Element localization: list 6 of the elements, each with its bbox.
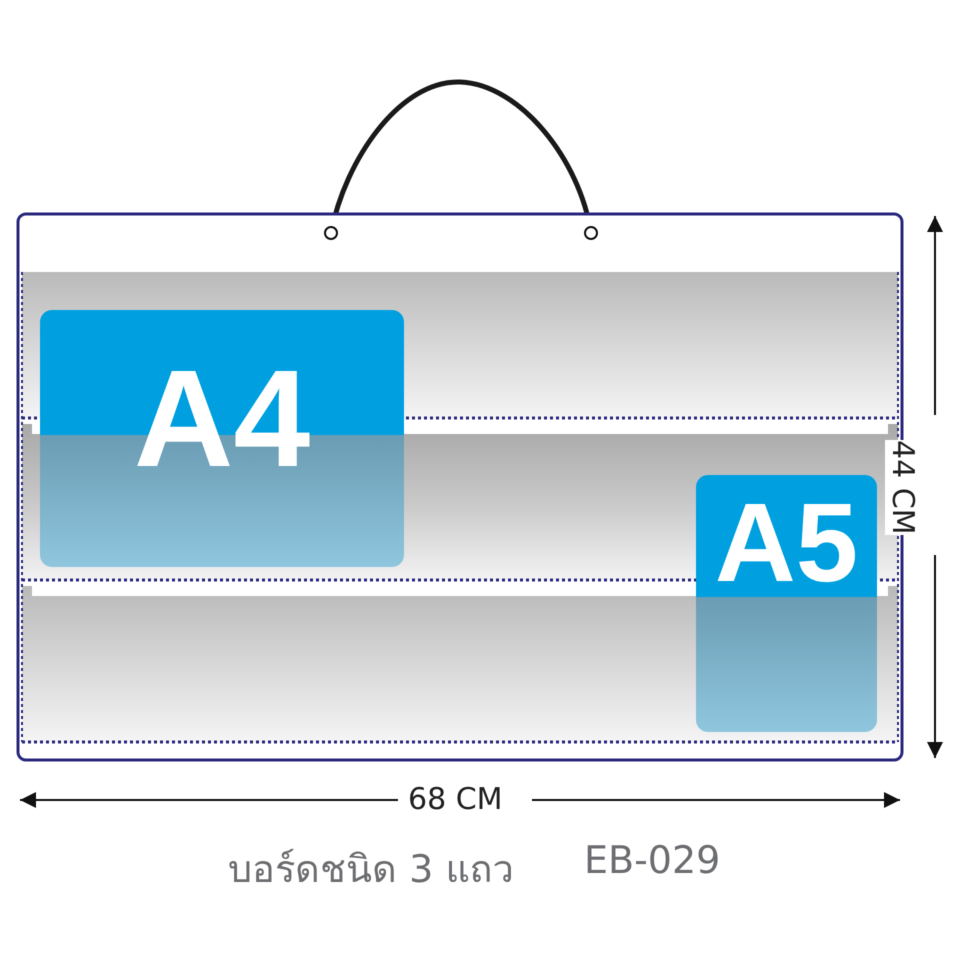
paper-sheet [696,475,877,732]
caption-text: บอร์ดชนิด 3 แถว [228,846,514,893]
paper-size-label: A5 [714,487,858,599]
paper-sheet [40,310,404,567]
model-number: EB-029 [584,838,720,882]
paper-size-label: A4 [134,350,310,488]
